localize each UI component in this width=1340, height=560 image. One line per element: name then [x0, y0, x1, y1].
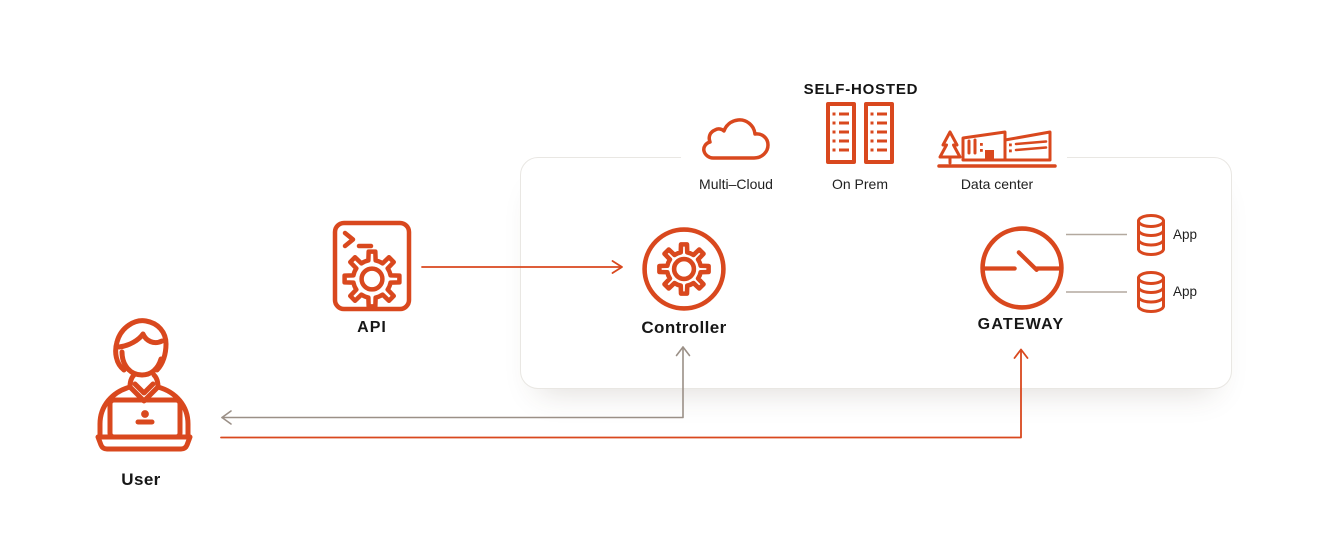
on-prem-label: On Prem: [831, 176, 889, 192]
user-label: User: [121, 470, 161, 489]
cloud-icon: [702, 118, 770, 160]
gateway-label: GATEWAY: [977, 316, 1065, 333]
api-label: API: [357, 319, 387, 336]
database-cylinder-icon: [1137, 271, 1165, 314]
api-to-controller-arrow: [421, 260, 623, 274]
self-hosted-box: [520, 157, 1232, 389]
user-controller-arrow: [221, 346, 691, 425]
api-terminal-gear-icon: [332, 220, 412, 312]
border-mask: [681, 149, 1067, 166]
user-to-gateway-arrow: [220, 348, 1029, 439]
self-hosted-title: SELF-HOSTED: [803, 81, 919, 98]
app-label-2: App: [1173, 284, 1198, 299]
app-label-1: App: [1173, 227, 1198, 242]
gateway-app-connectors: [1066, 233, 1127, 293]
multi-cloud-label: Multi–Cloud: [699, 176, 773, 192]
controller-label: Controller: [641, 318, 727, 337]
database-cylinder-icon: [1137, 214, 1165, 257]
data-center-icon: [937, 130, 1057, 168]
user-laptop-icon: [95, 318, 193, 452]
server-racks-icon: [826, 102, 894, 164]
gateway-switch-icon: [980, 226, 1064, 310]
data-center-label: Data center: [960, 176, 1034, 192]
controller-gear-icon: [642, 227, 726, 311]
